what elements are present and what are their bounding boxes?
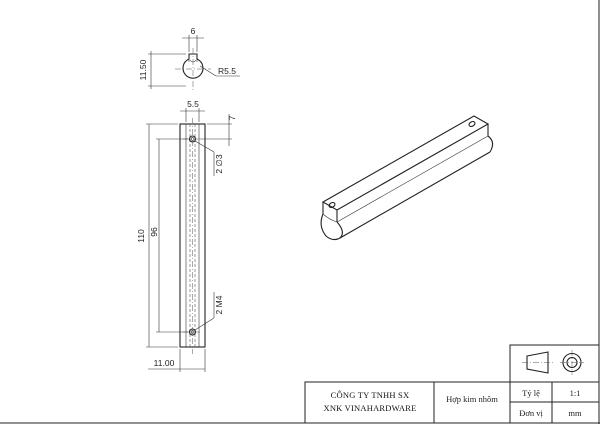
svg-text:7: 7 [227,115,237,120]
svg-text:2 ∅3: 2 ∅3 [214,154,224,173]
svg-text:11.00: 11.00 [154,358,175,368]
dim-holes-bottom: 2 M4 [194,292,224,331]
svg-text:96: 96 [149,227,159,237]
company-name-line1: CÔNG TY TNHH SX [331,390,410,400]
iso-left-end [320,202,343,241]
isometric-view [320,115,494,241]
projection-symbol-icon [522,350,584,375]
scale-value: 1:1 [570,388,581,398]
svg-text:5.5: 5.5 [187,99,199,109]
dim-holes-top: 2 ∅3 [194,140,224,176]
iso-top-face [321,115,490,211]
section-view: 6 11.50 R5.5 [138,26,240,90]
dim-bottom-width: 11.00 [148,349,206,372]
dim-top-offset: 7 [200,114,237,146]
company-name-line2: XNK VINAHARDWARE [324,403,417,413]
dim-section-height: 11.50 [138,51,186,89]
svg-text:2 M4: 2 M4 [214,295,224,314]
svg-text:110: 110 [136,229,146,243]
dim-radius: R5.5 [199,65,240,77]
dim-hole-spacing: 96 [149,138,188,333]
unit-label: Đơn vị [519,408,543,418]
dim-total-length: 110 [136,123,178,348]
svg-text:6: 6 [191,26,196,36]
section-profile [182,53,204,79]
unit-value: mm [568,408,582,418]
iso-hole-left [328,201,336,209]
svg-text:R5.5: R5.5 [218,66,236,76]
front-view: 5.5 7 2 ∅3 110 96 [136,99,237,372]
dim-slot-width: 6 [182,26,204,52]
svg-text:11.50: 11.50 [138,59,148,80]
title-block: CÔNG TY TNHH SX XNK VINAHARDWARE Hợp kim… [304,344,600,424]
iso-hole-right [468,120,476,128]
scale-label: Tỷ lệ [522,388,540,398]
dim-top-width: 5.5 [180,99,205,122]
material-label: Hợp kim nhôm [446,394,498,404]
